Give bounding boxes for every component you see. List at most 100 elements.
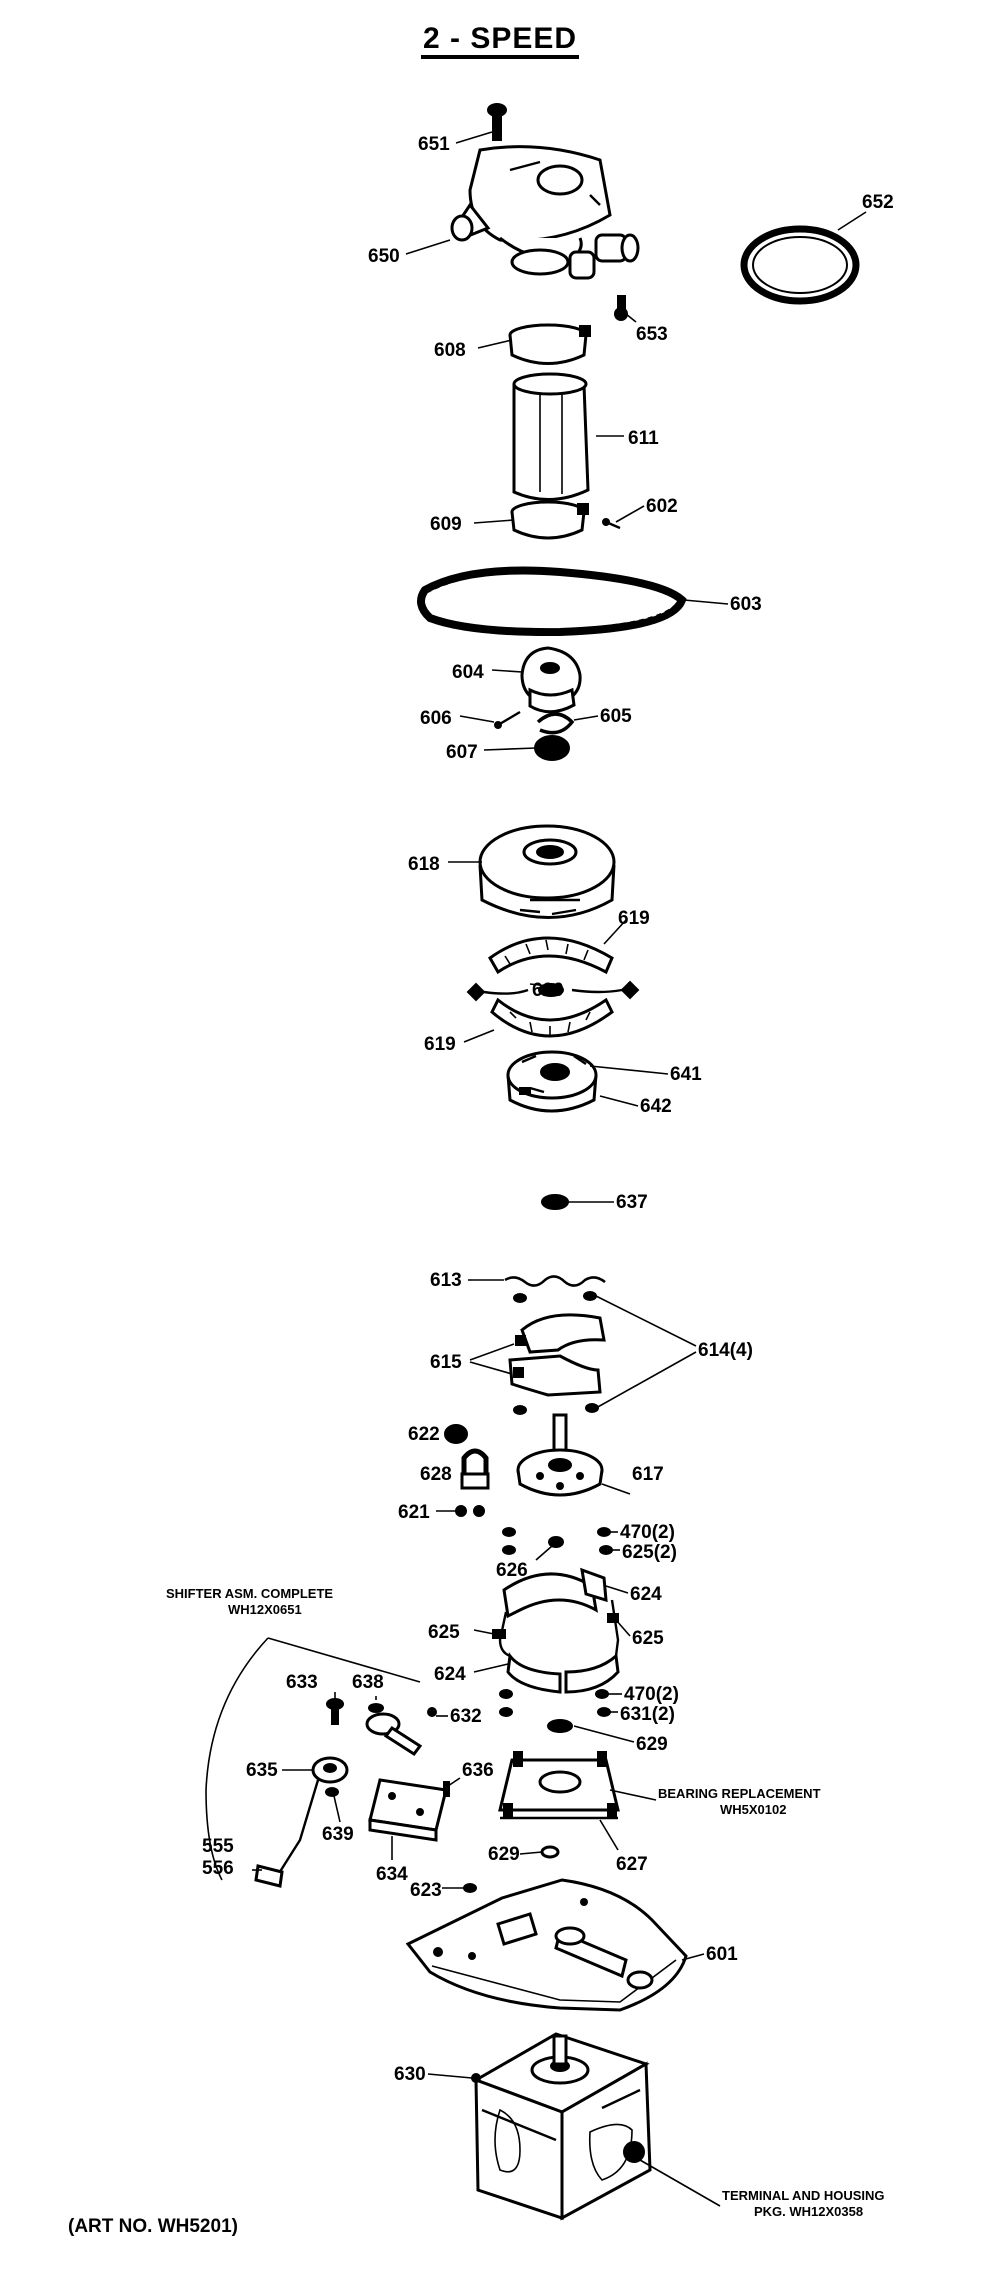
label-606: 606 [420,708,452,729]
label-603: 603 [730,594,762,615]
label-619-lower: 619 [424,1034,456,1055]
label-470-upper: 470(2) [620,1522,675,1543]
label-621: 621 [398,1502,430,1523]
part-632-screw [427,1707,437,1717]
part-638-lever [365,1703,423,1757]
label-607: 607 [446,742,478,763]
part-641-642-brake-hub [506,1050,598,1113]
leader-lines [252,131,867,2207]
part-605-retaining-ring [536,712,575,735]
small-hardware-upper [502,1527,613,1555]
part-619-upper-shoe [488,936,614,975]
note-bearing-line1: BEARING REPLACEMENT [658,1786,821,1801]
part-607-nut [534,735,570,761]
label-470-lower: 470(2) [624,1684,679,1705]
shifter-bracket-top [267,1637,421,1683]
part-627-bearing-bracket [498,1751,620,1820]
part-635-cam [311,1756,349,1784]
label-618: 618 [408,854,440,875]
label-623: 623 [410,1880,442,1901]
label-608: 608 [434,340,466,361]
part-630-gearcase [471,2032,652,2221]
label-630: 630 [394,2064,426,2085]
part-620-spring-assembly [466,980,640,1002]
label-604: 604 [452,662,484,683]
part-609-clamp-bottom [510,500,589,540]
part-622-cap [444,1424,468,1444]
part-470-screw-shifter [443,1781,450,1797]
part-labels: 651 650 652 653 608 611 602 609 603 604 … [166,134,894,2219]
page-title-text: 2 - SPEED [420,22,580,59]
label-634: 634 [376,1864,408,1885]
note-terminal-line2: PKG. WH12X0358 [754,2204,863,2219]
note-terminal-line1: TERMINAL AND HOUSING [722,2188,885,2203]
label-636: 636 [462,1760,494,1781]
note-shifter-line2: WH12X0651 [228,1602,302,1617]
part-555-556-cable [254,1779,320,1888]
label-638: 638 [352,1672,384,1693]
label-629-right: 629 [636,1734,668,1755]
label-653: 653 [636,324,668,345]
label-602: 602 [646,496,678,517]
small-hardware-lower [499,1689,611,1733]
label-556: 556 [202,1858,234,1879]
shifter-bracket-line [205,1637,269,1881]
part-652-gasket [740,225,860,305]
label-605: 605 [600,706,632,727]
label-652: 652 [862,192,894,213]
note-shifter-line1: SHIFTER ASM. COMPLETE [166,1586,333,1601]
label-609: 609 [430,514,462,535]
part-606-key [494,710,521,729]
label-651: 651 [418,134,450,155]
part-602-screw [602,518,621,530]
label-635: 635 [246,1760,278,1781]
label-625-right: 625 [632,1628,664,1649]
label-642: 642 [640,1096,672,1117]
label-617: 617 [632,1464,664,1485]
part-639-washer [325,1787,339,1797]
part-634-plate [368,1778,448,1842]
label-626: 626 [496,1560,528,1581]
part-613-spring [504,1275,606,1287]
part-603-belt [417,566,687,637]
label-619-upper: 619 [618,908,650,929]
label-613: 613 [430,1270,462,1291]
part-653-screw [614,295,628,321]
label-622: 622 [408,1424,440,1445]
part-615-brake-pads [508,1313,606,1397]
label-611: 611 [628,428,659,449]
label-650: 650 [368,246,400,267]
label-601: 601 [706,1944,738,1965]
part-651-screw [487,103,507,141]
part-629-clip [540,1845,560,1859]
part-617-clutch [516,1413,604,1497]
label-628: 628 [420,1464,452,1485]
part-614-dowels [513,1291,599,1415]
label-615: 615 [430,1352,462,1373]
page-title: 2 - SPEED [0,22,1000,59]
label-624-right: 624 [630,1584,662,1605]
part-633-screw [326,1698,344,1725]
label-627: 627 [616,1854,648,1875]
label-625-left: 625 [428,1622,460,1643]
label-625-upper: 625(2) [622,1542,677,1563]
part-619-lower-shoe [490,997,614,1038]
art-number: (ART NO. WH5201) [68,2216,238,2237]
note-bearing-line2: WH5X0102 [720,1802,786,1817]
label-629-left: 629 [488,1844,520,1865]
part-624-shifter-cam [492,1567,620,1694]
label-633: 633 [286,1672,318,1693]
part-618-brake-drum [478,824,616,919]
part-604-pulley [520,646,582,714]
label-637: 637 [616,1192,648,1213]
label-614: 614(4) [698,1340,753,1361]
label-620: 620 [532,980,564,1001]
part-623-screw [463,1883,477,1893]
part-611-hose [512,372,590,502]
label-631: 631(2) [620,1704,675,1725]
label-639: 639 [322,1824,354,1845]
label-555: 555 [202,1836,234,1857]
label-624-left: 624 [434,1664,466,1685]
label-641: 641 [670,1064,702,1085]
part-621-washers [455,1505,485,1517]
